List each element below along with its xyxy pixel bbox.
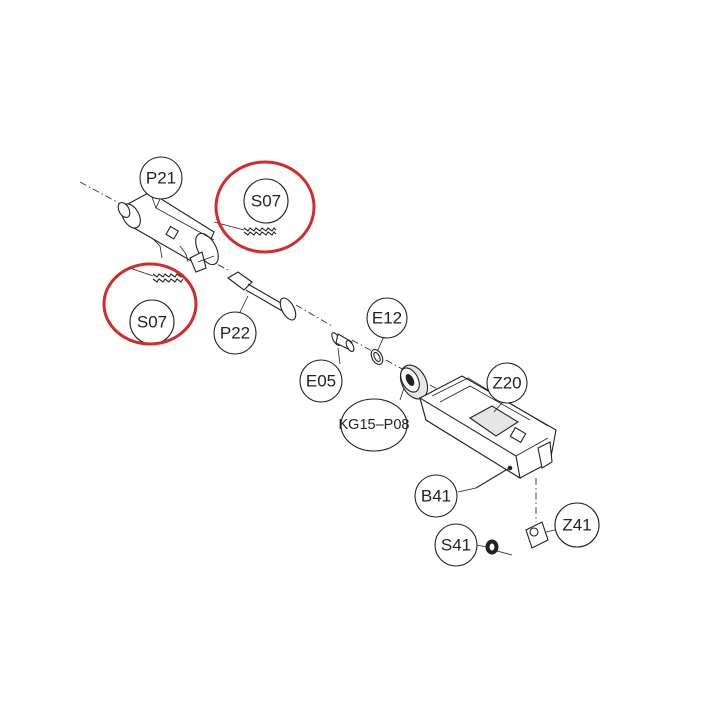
part-e12-oring xyxy=(370,349,384,365)
label-kg15-p08: KG15–P08 xyxy=(339,417,410,433)
label-bubble-kg15-p08: KG15–P08 xyxy=(339,398,410,452)
label-z41: Z41 xyxy=(562,516,591,535)
label-s07-lower: S07 xyxy=(137,313,167,332)
part-z20-housing xyxy=(419,375,557,480)
label-bubble-e12: E12 xyxy=(366,297,408,339)
label-bubble-b41: B41 xyxy=(414,474,458,518)
label-s41: S41 xyxy=(441,536,471,555)
label-bubble-s07-upper: S07 xyxy=(214,160,316,254)
part-s07-spring-lower xyxy=(129,267,184,283)
label-bubble-p21: P21 xyxy=(139,156,183,200)
label-bubble-e05: E05 xyxy=(299,359,343,403)
label-p22: P22 xyxy=(220,324,250,343)
part-e05 xyxy=(331,332,355,353)
label-s07-upper: S07 xyxy=(251,192,281,211)
highlight-circle-upper xyxy=(214,160,316,254)
label-bubble-s41: S41 xyxy=(434,523,478,567)
label-bubble-s07-lower: S07 xyxy=(102,262,198,346)
part-z41-latch xyxy=(525,478,549,549)
label-bubble-z20: Z20 xyxy=(486,362,528,404)
part-p22-piston xyxy=(227,271,297,321)
part-s41-spring xyxy=(485,539,513,556)
label-bubble-z41: Z41 xyxy=(554,502,600,548)
part-kg15-p08 xyxy=(399,364,429,400)
label-p21: P21 xyxy=(146,169,176,188)
label-bubble-p22: P22 xyxy=(213,311,257,355)
part-b41-pin xyxy=(475,467,511,489)
label-b41: B41 xyxy=(421,487,451,506)
label-e05: E05 xyxy=(306,372,336,391)
part-p21-cylinder xyxy=(117,191,219,273)
label-z20: Z20 xyxy=(492,374,521,393)
label-e12: E12 xyxy=(372,309,402,328)
highlight-circle-lower xyxy=(102,262,198,346)
